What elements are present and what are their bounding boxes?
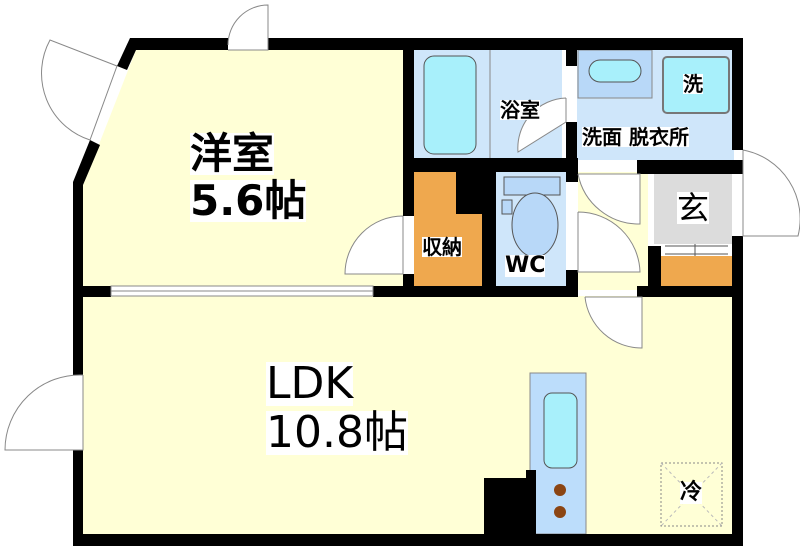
walls: [73, 38, 743, 546]
toilet-label: WC: [505, 253, 546, 278]
entrance-label: 玄: [677, 189, 710, 227]
storage-label: 収納: [422, 235, 462, 259]
bathroom-label: 浴室: [500, 98, 540, 122]
kitchen-sink-icon: [543, 392, 578, 469]
bathtub-icon: [423, 55, 477, 155]
ldk-name: LDK: [266, 358, 354, 409]
ldk-size: 10.8帖: [266, 407, 408, 458]
fridge-space: [660, 462, 723, 527]
stove-burner-icon: [554, 506, 566, 518]
washroom-label: 洗面 脱衣所: [582, 125, 689, 149]
sink-icon: [588, 59, 642, 83]
doors: [4, 4, 800, 451]
stove-burner-icon: [554, 484, 566, 496]
washer-label: 洗: [683, 72, 703, 96]
shoe-box: [661, 256, 732, 286]
storage-floor: [414, 172, 482, 286]
toilet-icon: [511, 192, 559, 258]
western-room-name: 洋室: [190, 129, 275, 178]
western-room-size: 5.6帖: [190, 176, 307, 225]
fridge-label: 冷: [680, 480, 703, 505]
